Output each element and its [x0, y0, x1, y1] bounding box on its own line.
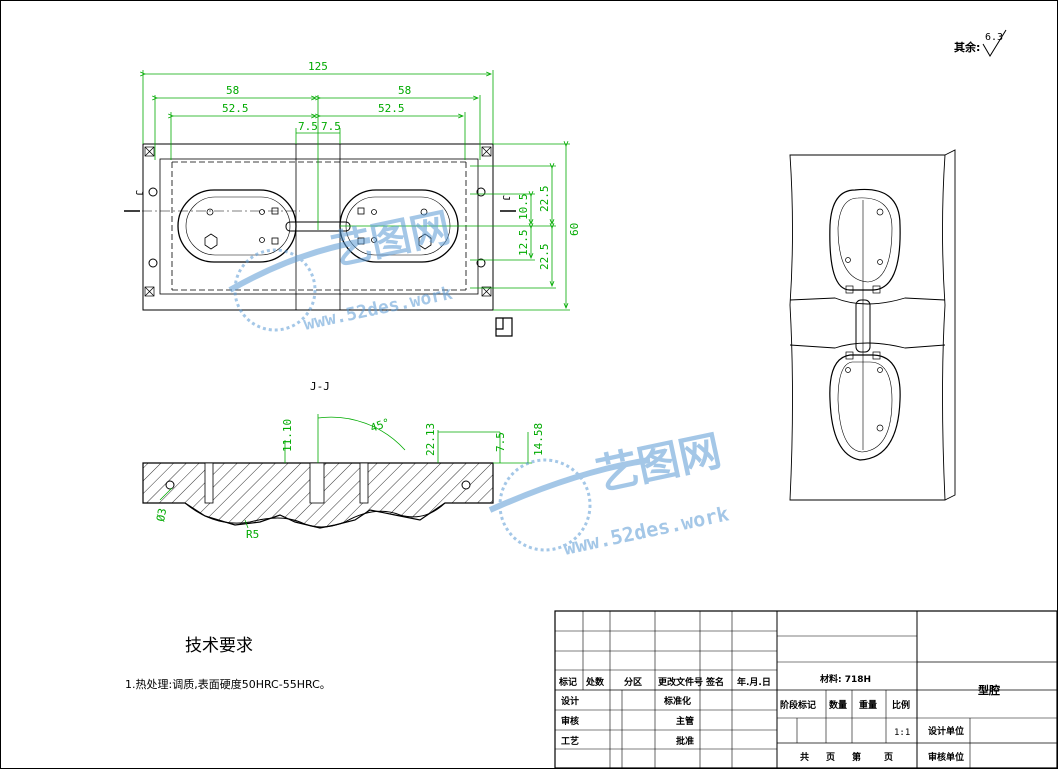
- dim-center-left: 7.5: [298, 120, 318, 133]
- view-direction-symbol: [495, 317, 513, 337]
- dim-left-half: 58: [226, 84, 239, 97]
- roughness-symbol: 其余: 6.3: [954, 29, 1007, 57]
- tb-page-no: 第: [852, 751, 861, 763]
- dim-depth-d: 14.58: [532, 423, 545, 456]
- watermark-url-2: www.52des.work: [561, 501, 731, 560]
- dim-overall-width: 125: [308, 60, 328, 73]
- tb-material: 材料: 718H: [819, 673, 871, 685]
- tb-review-unit: 审核单位: [928, 751, 964, 763]
- dim-right-inner: 52.5: [378, 102, 405, 115]
- watermark-1: 艺图网 www.52des.work: [228, 205, 455, 335]
- dim-lower-outer: 22.5: [538, 244, 551, 271]
- title-block-text: 标记 处数 分区 更改文件号 签名 年.月.日 设计 标准化 审核 主管 工艺 …: [558, 673, 1000, 763]
- dim-radius: R5: [246, 528, 259, 541]
- section-view: J-J 11.10 45° 22.13 7.5 14.58 Ø3 R5: [142, 380, 545, 541]
- roughness-value: 6.3: [985, 32, 1003, 43]
- tb-change-doc: 更改文件号: [658, 676, 703, 688]
- tb-page-word: 页: [884, 752, 893, 763]
- plan-view: J J 125 58 58: [124, 60, 581, 337]
- section-mark-right: J: [500, 195, 511, 201]
- tb-standardization: 标准化: [663, 695, 691, 707]
- roughness-label: 其余:: [954, 40, 980, 54]
- tb-design-unit: 设计单位: [928, 725, 964, 737]
- notes-item-1: 1.热处理:调质,表面硬度50HRC-55HRC。: [125, 677, 331, 691]
- tb-date: 年.月.日: [737, 676, 771, 688]
- tb-weight: 重量: [859, 699, 877, 711]
- watermark-url-1: www.52des.work: [302, 283, 455, 335]
- dim-depth-b: 22.13: [424, 423, 437, 456]
- dim-hole-dia: Ø3: [154, 507, 169, 522]
- tb-quantity: 数量: [829, 699, 847, 711]
- watermark-2: 艺图网 www.52des.work: [488, 426, 731, 560]
- tb-part-name: 型腔: [978, 683, 1000, 697]
- dim-upper-inner: 10.5: [517, 194, 530, 221]
- tb-zone: 分区: [624, 676, 642, 688]
- tb-scale-label: 比例: [892, 699, 910, 711]
- dim-overall-height: 60: [568, 223, 581, 236]
- tb-review: 审核: [561, 715, 579, 727]
- dim-center-right: 7.5: [321, 120, 341, 133]
- tb-count: 处数: [585, 676, 605, 688]
- tb-process: 工艺: [561, 735, 579, 747]
- dim-right-half: 58: [398, 84, 411, 97]
- tb-approve: 批准: [676, 735, 694, 747]
- plate-inner-frame: [159, 158, 479, 295]
- title-block: [554, 610, 1058, 769]
- dim-lower-inner: 12.5: [517, 230, 530, 257]
- watermark-brand-2: 艺图网: [592, 426, 725, 500]
- section-title: J-J: [310, 380, 330, 393]
- notes-title: 技术要求: [185, 636, 253, 656]
- tb-sheet-word: 页: [826, 752, 835, 763]
- dim-depth-c: 7.5: [494, 432, 507, 452]
- tb-mark: 标记: [558, 676, 577, 688]
- tb-scale-value: 1:1: [894, 728, 910, 738]
- cavity-left: [177, 189, 297, 263]
- dim-left-inner: 52.5: [222, 102, 249, 115]
- tb-stage-mark: 阶段标记: [780, 699, 816, 711]
- watermark-brand-1: 艺图网: [328, 205, 455, 275]
- dim-angle: 45°: [369, 416, 392, 435]
- isometric-view: [789, 149, 956, 501]
- tb-supervisor: 主管: [676, 715, 694, 727]
- tb-design: 设计: [561, 695, 579, 707]
- tb-signature: 签名: [705, 676, 724, 688]
- tb-total: 共: [800, 751, 809, 763]
- section-mark-left: J: [133, 190, 144, 196]
- dim-upper-outer: 22.5: [538, 186, 551, 213]
- dim-depth-a: 11.10: [281, 419, 294, 452]
